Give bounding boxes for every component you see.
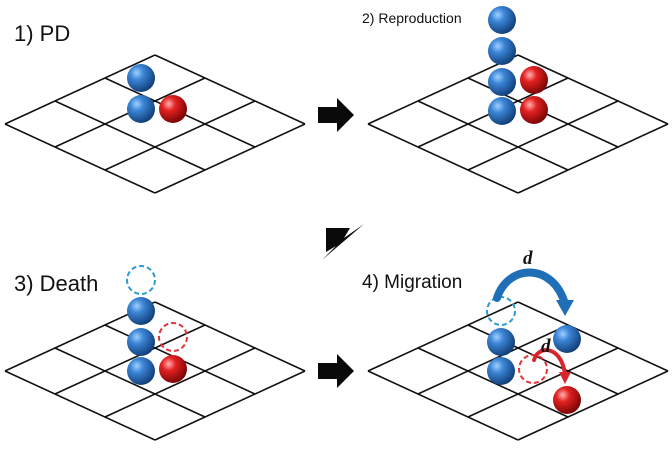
grid-line (367, 301, 519, 372)
cooperator-agent (127, 95, 155, 123)
grid-line (54, 324, 206, 395)
lattice-grid-migration (367, 301, 669, 441)
death-agents (126, 265, 188, 385)
flow-arrow-down-left-icon (322, 224, 364, 260)
grid-line (417, 324, 569, 395)
grid-line (154, 370, 306, 441)
panel-reproduction-label: 2) Reproduction (362, 10, 462, 26)
grid-line (367, 123, 519, 194)
cooperator-agent (127, 297, 155, 325)
defector-agent (159, 95, 187, 123)
grid-line (367, 370, 519, 441)
cooperator-agent (487, 328, 515, 356)
flow-arrow-right-icon (318, 354, 354, 388)
origin-defector-marker (518, 354, 548, 384)
grid-line (54, 100, 206, 171)
grid-line (517, 301, 669, 372)
lattice-grid-reproduction (367, 54, 669, 194)
origin-cooperator-marker (486, 296, 516, 326)
migration-arrow-red-icon (532, 348, 567, 376)
grid-line (4, 54, 156, 125)
cooperator-agent (488, 37, 516, 65)
migration-arrowhead-blue-icon (556, 300, 574, 316)
cooperator-agent (127, 64, 155, 92)
migrated-defector-agent (553, 386, 581, 414)
grid-line (154, 54, 306, 125)
cooperator-agent (488, 6, 516, 34)
cooperator-agent (127, 328, 155, 356)
pd-agents (127, 64, 187, 123)
flow-arrow-right-icon (318, 98, 354, 132)
cooperator-agent (127, 357, 155, 385)
migration-distance-label: d (523, 248, 533, 269)
dead-defector-marker (158, 322, 188, 352)
grid-line (517, 370, 669, 441)
cooperator-agent (488, 97, 516, 125)
migration-arrowhead-red-icon (559, 372, 571, 384)
panel-death-label: 3) Death (14, 271, 98, 296)
grid-line (4, 370, 156, 441)
dead-cooperator-marker (126, 265, 156, 295)
migration-agents: d d (486, 248, 581, 414)
migrated-cooperator-agent (553, 325, 581, 353)
defector-agent (520, 96, 548, 124)
grid-line (104, 347, 256, 418)
grid-line (417, 100, 569, 171)
defector-agent (520, 66, 548, 94)
reproduction-agents (488, 6, 548, 125)
grid-line (367, 54, 519, 125)
grid-line (104, 100, 256, 171)
panel-pd-label: 1) PD (14, 21, 70, 46)
grid-line (467, 100, 619, 171)
grid-line (154, 301, 306, 372)
grid-line (417, 347, 569, 418)
cooperator-agent (488, 68, 516, 96)
grid-line (4, 123, 156, 194)
cooperator-agent (487, 357, 515, 385)
migration-arrow-blue-icon (493, 268, 569, 308)
grid-line (154, 123, 306, 194)
lattice-grid-death (4, 301, 306, 441)
migration-distance-label-small: d (541, 336, 551, 357)
grid-line (517, 123, 669, 194)
panel-migration-label: 4) Migration (362, 272, 462, 293)
grid-line (517, 54, 669, 125)
grid-line (467, 347, 619, 418)
defector-agent (159, 355, 187, 383)
grid-line (54, 347, 206, 418)
lattice-grid-pd (4, 54, 306, 194)
